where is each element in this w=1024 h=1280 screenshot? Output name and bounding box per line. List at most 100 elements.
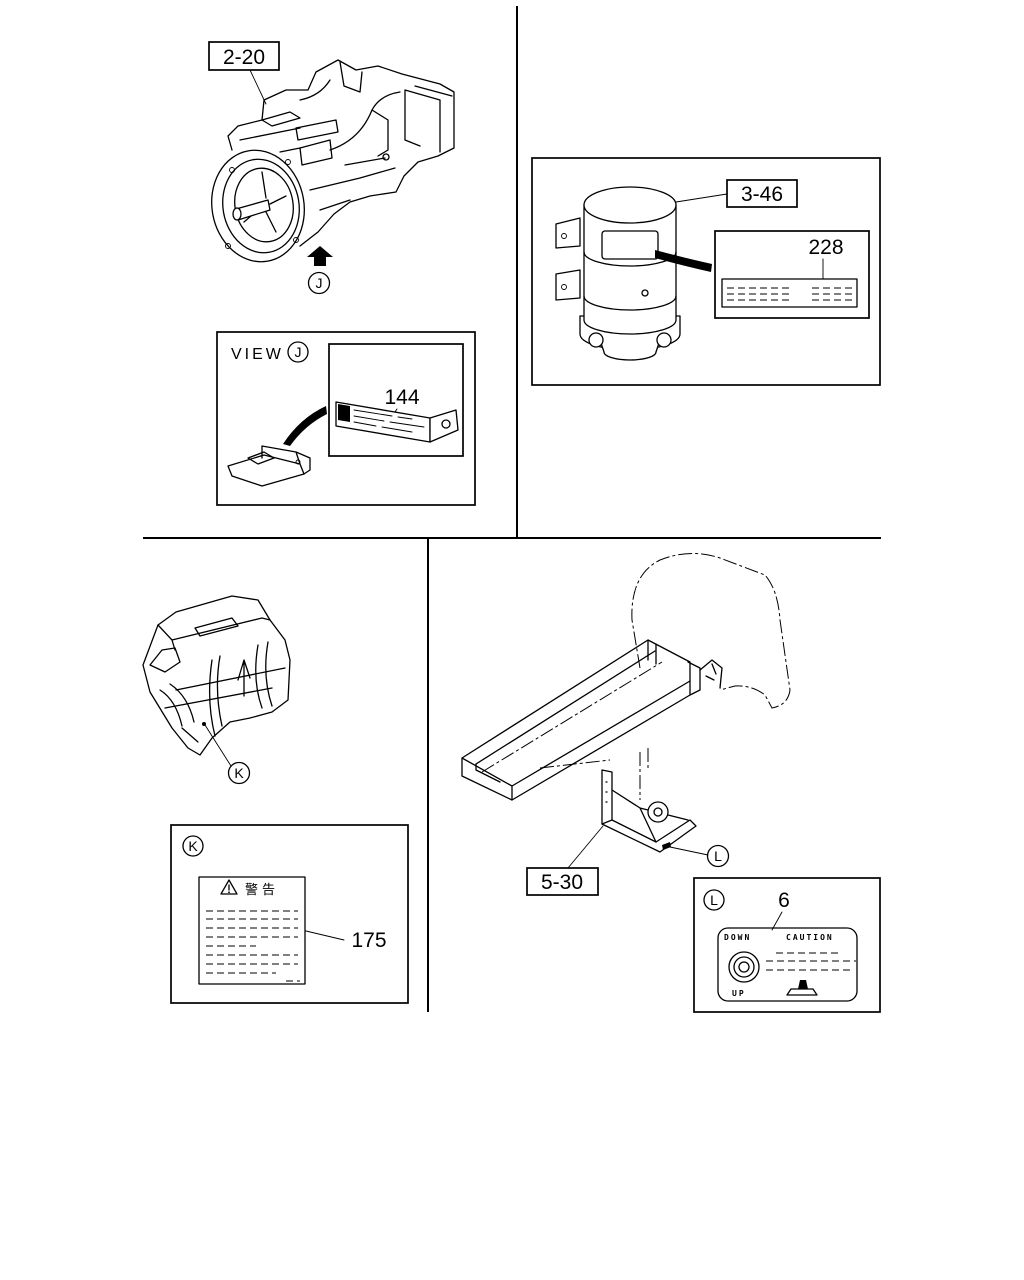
label-228-detail-box [714,230,870,319]
part-callout-2-20: 2-20 [223,46,265,69]
cab-panel-side-opening [149,647,181,673]
label-228-plate [721,278,858,308]
transmission-pipe-bracket [371,109,389,157]
cab-hinge-brackets [699,659,723,689]
bell-housing-ribs [243,171,287,233]
cylinder-label-leader-wedge [655,250,712,272]
pointer-leader-k [204,724,232,767]
cylinder-bracket-upper-hole [561,233,567,239]
warning-triangle-outline [220,879,238,895]
transmission-rear-frame [404,85,453,153]
tilt-bracket-label-spot [662,842,671,850]
tilt-bracket-base [601,819,697,853]
view-j-marker-circle [287,341,309,363]
warning-label-175 [198,876,306,985]
cab-panel-outline [142,595,291,756]
transmission-body-outline [227,59,455,247]
top-left-section: 2-20 J VIEW [208,41,476,506]
transmission-pipe [329,91,401,151]
bracket-alignment-lines [639,748,649,800]
bell-housing-bolt-2 [285,159,291,165]
cylinder-band-lower [583,295,677,311]
caution-label-lever-icon [786,980,818,996]
view-j-leader-wedge [283,406,327,446]
caution-label-knob-icon [728,951,760,983]
transmission-side-block [299,139,333,166]
detail-panel-k [170,824,409,1004]
tilt-bracket-holes [605,781,608,803]
lever-base [786,988,818,996]
pointer-marker-k-circle [227,761,251,785]
transmission-top-detail [299,61,363,101]
frame-rail-inner [461,650,691,801]
detail-panel-k-marker-circle [182,835,204,857]
mount-part-plate [227,454,305,487]
view-j-marker: J [295,344,302,360]
part-callout-box-5-30 [526,867,599,896]
view-marker-j-circle [307,271,331,295]
callout-leader-3-46 [675,193,728,203]
label-plate-text-lines [353,409,425,433]
part-callout-144: 144 [384,386,419,409]
transmission-drawing [211,59,455,263]
frame-front-posts [647,639,701,696]
cylinder-bracket-lower [555,269,581,301]
label-plate-logo-block [338,404,350,422]
label-plate-144 [335,401,459,443]
tilt-bracket-hinge-pin [653,807,663,817]
detail-panel-l [693,877,881,1013]
bell-housing-inner-rim [222,158,300,254]
cylinder-bracket-upper [555,217,581,249]
tilt-bracket-hinge [647,801,669,823]
cab-outline-phantom [631,553,791,709]
knob-inner [738,961,750,973]
transmission-cover-plate [295,119,339,141]
knob-middle [733,956,755,978]
mount-part-label-window [247,451,275,465]
bottom-right-section: 5-30 L L 6 DOWN CAUTION UP [461,553,881,1013]
pointer-marker-l: L [714,848,722,864]
frame-centerline [481,661,663,773]
caution-label-down: DOWN [724,933,751,942]
cab-panel-drawing [142,595,291,756]
bell-housing-bolt-1 [229,167,235,173]
cylinder-drawing [555,186,681,361]
caution-label-6 [717,927,858,1002]
knob-outer [728,951,760,983]
part-callout-5-30: 5-30 [541,871,583,894]
transmission-bolt [382,153,390,161]
view-marker-j: J [316,275,323,291]
cylinder-bottom-cap [599,339,661,361]
warning-triangle-dot [228,891,230,894]
callout-leader-5-30 [567,825,604,869]
top-right-section: 3-46 228 [531,157,881,386]
cylinder-lug-left [588,332,604,348]
caution-label-text-lines [766,952,856,971]
input-shaft-end [232,207,242,221]
view-direction-arrow-icon [307,246,333,266]
cylinder-bracket-lower-hole [561,284,567,290]
caution-label-up: UP [732,989,746,998]
warning-label-text-lines [206,910,300,982]
cylinder-body [583,204,677,335]
callout-leader-6 [771,911,783,931]
warning-label-heading: 警告 [245,882,279,898]
label-228-text-lines [727,287,856,301]
caution-label-caution: CAUTION [786,933,834,942]
tilt-bracket-plate [601,769,613,827]
pointer-marker-k: K [234,765,244,781]
frame-rear-crossmember [475,763,501,783]
cylinder-lug-right [656,332,672,348]
part-callout-box-3-46 [726,179,798,208]
part-callout-175: 175 [351,929,386,952]
cylinder-detail-box [531,157,881,386]
detail-panel-l-marker: L [710,892,718,908]
label-plate-tab [429,409,459,443]
detail-panel-k-marker: K [188,838,198,854]
cylinder-screw [641,289,649,297]
part-callout-6: 6 [778,889,790,912]
cylinder-top [583,186,677,224]
label-plate-hole [441,419,451,429]
warning-triangle-icon [220,879,238,895]
cylinder-label-window [601,230,659,260]
